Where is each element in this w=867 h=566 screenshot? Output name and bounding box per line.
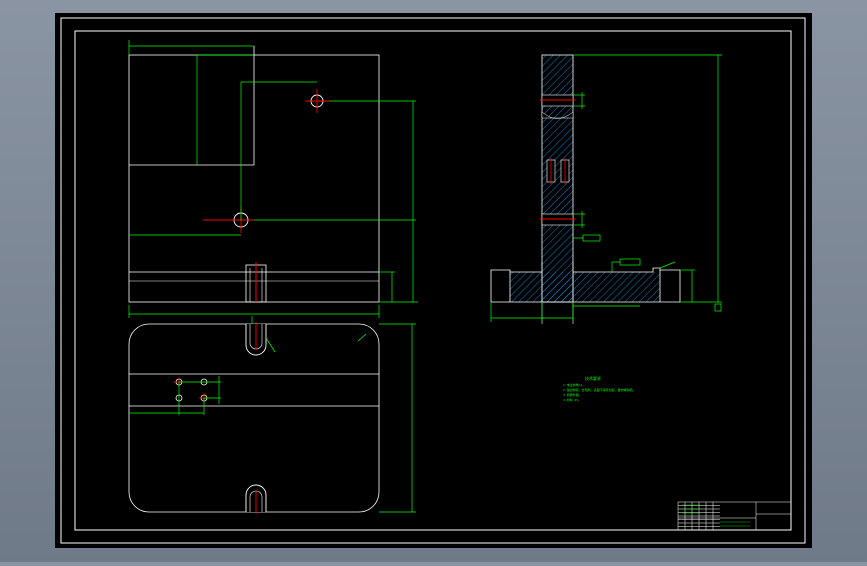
bore-2 — [541, 213, 574, 226]
section-view[interactable] — [490, 54, 722, 324]
title-block-marks — [682, 504, 750, 527]
top-view[interactable] — [128, 40, 418, 318]
notes-heading: 技术要求 — [585, 375, 601, 381]
note-line-1: 1.未注倒角C1。 — [563, 382, 585, 387]
technical-notes: 技术要求 1.未注倒角C1。 2.锐边倒钝，去毛刺，表面不得有划痕、碰伤等缺陷。… — [563, 375, 636, 402]
section-view-dimensions — [490, 54, 722, 322]
bore-1 — [541, 94, 574, 107]
note-line-2: 2.锐边倒钝，去毛刺，表面不得有划痕、碰伤等缺陷。 — [563, 387, 636, 392]
plan-view[interactable] — [128, 316, 416, 514]
top-view-step — [129, 46, 255, 166]
inner-frame — [74, 30, 792, 531]
base-section — [491, 267, 681, 303]
note-line-4: 4.材料 45。 — [563, 397, 581, 402]
plan-view-dimensions — [129, 316, 416, 513]
note-line-3: 3.调质处理。 — [563, 392, 582, 397]
top-view-dimensions — [128, 40, 418, 318]
outer-frame — [60, 17, 806, 544]
drawing-sheet — [55, 13, 812, 548]
